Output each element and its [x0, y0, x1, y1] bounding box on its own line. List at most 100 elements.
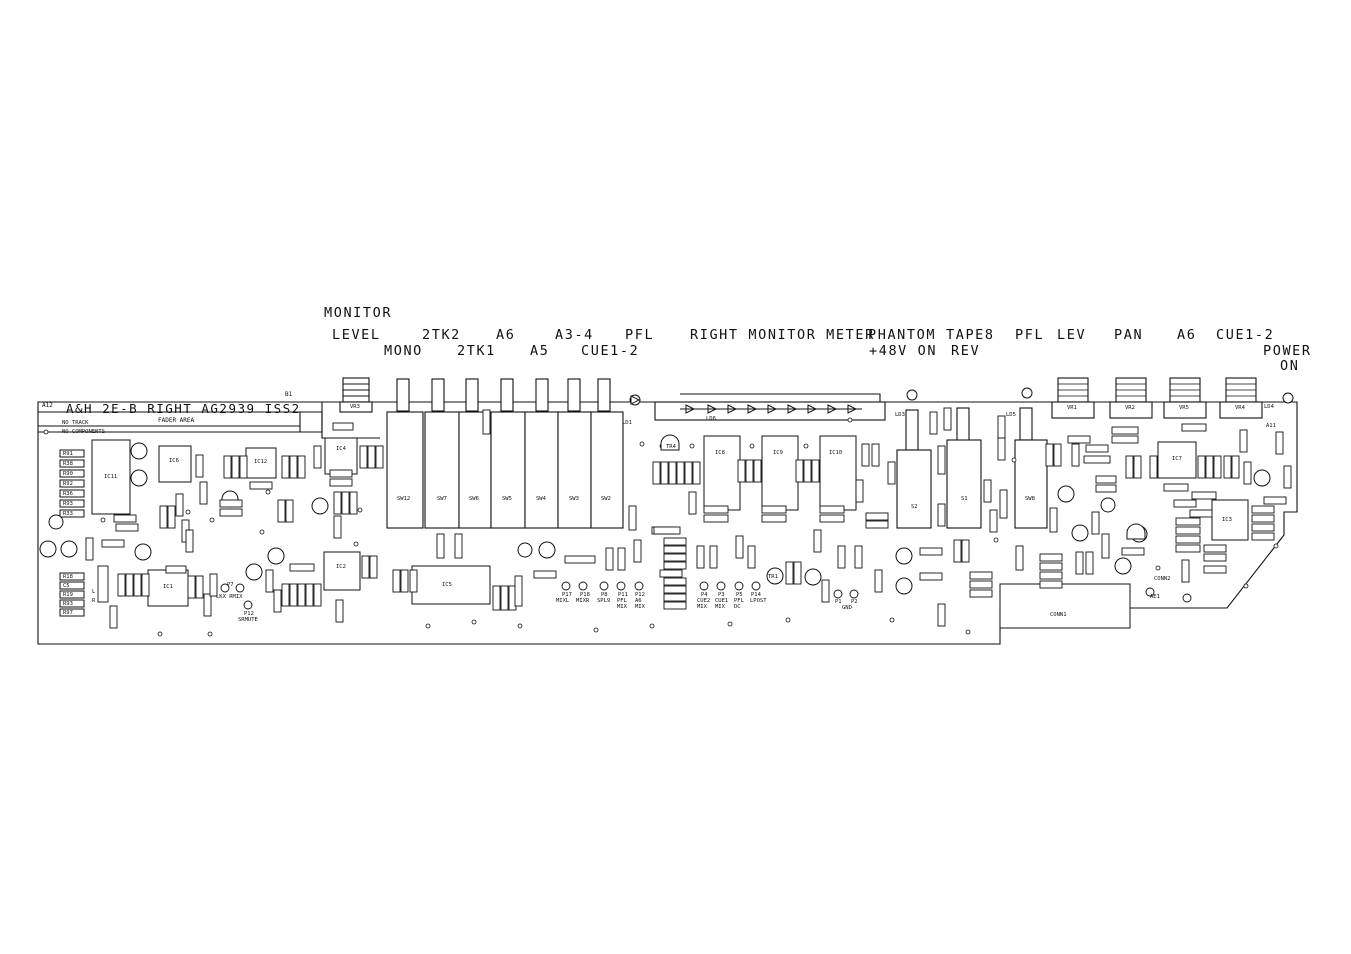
led-ld3: LD3 — [895, 412, 905, 418]
tp-p11-label: PFL MIX — [617, 598, 627, 610]
switch-s1: S1 — [961, 496, 968, 502]
ic-ic6: IC6 — [169, 458, 179, 464]
no-components-label: NO COMPONENTS — [62, 429, 106, 435]
res-r33: R33 — [63, 511, 73, 517]
tp-p4-label: CUE2 MIX — [697, 598, 711, 610]
ic-ic8: IC8 — [715, 450, 725, 456]
label-cue1-2-right: CUE1-2 — [1216, 327, 1275, 343]
res-r93: R93 — [63, 501, 73, 507]
tp-p12b-id: P12 — [244, 611, 254, 617]
ic-ic9: IC9 — [773, 450, 783, 456]
board-title: A&H 2E-B RIGHT AG2939 ISS2 — [66, 401, 301, 416]
connector-conn2: CONN2 — [1154, 576, 1171, 582]
pot-vr4-ref: VR4 — [1235, 405, 1245, 411]
tp-p8-label: SPL9 — [597, 598, 611, 604]
label-pfl-right: PFL — [1015, 327, 1045, 343]
label-on: ON — [1280, 358, 1300, 374]
tp-p2-id: P2 — [851, 599, 858, 605]
tp-p5-id: P5 — [736, 592, 743, 598]
label-right-monitor-meter: RIGHT MONITOR METER — [690, 327, 875, 343]
switch-sw2: SW2 — [601, 496, 611, 502]
switch-sw3: SW3 — [569, 496, 579, 502]
label-lev: LEV — [1057, 327, 1087, 343]
switch-sw12: SW12 — [397, 496, 411, 502]
res-r36: R36 — [63, 491, 73, 497]
label-pfl: PFL — [625, 327, 655, 343]
label-2tk2: 2TK2 — [422, 327, 461, 343]
pot-vr5-ref: VR5 — [1179, 405, 1189, 411]
label-phantom: PHANTOM — [868, 327, 937, 343]
res-r92: R92 — [63, 481, 73, 487]
switch-sw4: SW4 — [536, 496, 546, 502]
board-b1-label: B1 — [285, 391, 293, 398]
tp-p18-id: P18 — [580, 592, 590, 598]
switch-sw6: SW6 — [469, 496, 479, 502]
tp-p12b-label: SRMUTE — [238, 617, 258, 623]
tp-p12-id: P12 — [635, 592, 645, 598]
ic-ic5: IC5 — [442, 582, 452, 588]
label-2tk1: 2TK1 — [457, 343, 496, 359]
res-r19: R19 — [63, 592, 73, 598]
switch-sw8: SW8 — [1025, 496, 1035, 502]
ae1-label: AE1 — [1150, 594, 1160, 600]
ic-ic11: IC11 — [104, 474, 118, 480]
ic-ic1: IC1 — [163, 584, 173, 590]
pot-vr3 — [339, 377, 373, 413]
tp-p14-label: LPOST — [750, 598, 767, 604]
tp-p18-label: MIXR — [576, 598, 590, 604]
ic-ic2: IC2 — [336, 564, 346, 570]
tp-p7-label: LKX RMIX — [216, 594, 243, 600]
led-ld5: LD5 — [1006, 412, 1016, 418]
pin-r: R — [92, 598, 96, 604]
tp-p14-id: P14 — [751, 592, 761, 598]
tp-p4-id: P4 — [701, 592, 708, 598]
pot-vr3-ref: VR3 — [350, 404, 360, 410]
label-a3-4: A3-4 — [555, 327, 594, 343]
label-tape8: TAPE8 — [946, 327, 995, 343]
tp-p7-id: P7 — [227, 582, 234, 588]
tp-p17-id: P17 — [562, 592, 572, 598]
led-ld6: LD6 — [706, 416, 716, 422]
label-level: LEVEL — [332, 327, 381, 343]
label-power: POWER — [1263, 343, 1312, 359]
switch-s2: S2 — [911, 504, 918, 510]
cap-c5: C5 — [63, 583, 70, 589]
transistor-tr4: TR4 — [666, 444, 676, 450]
transistor-tr1: TR1 — [768, 574, 778, 580]
res-r90: R90 — [63, 471, 73, 477]
tp-p17-label: MIXL — [556, 598, 570, 604]
fader-area-label: FADER AREA — [158, 417, 195, 424]
pcb-outline — [37, 401, 1298, 645]
tp-p12-label: A6 MIX — [635, 598, 645, 610]
connector-conn1: CONN1 — [1050, 612, 1067, 618]
no-track-label: NO TRACK — [62, 420, 89, 426]
res-r93b: R93 — [63, 601, 73, 607]
res-r97: R97 — [63, 610, 73, 616]
ic-ic3: IC3 — [1222, 517, 1232, 523]
pot-vr2-ref: VR2 — [1125, 405, 1135, 411]
switch-sw5: SW5 — [502, 496, 512, 502]
res-r38: R38 — [63, 461, 73, 467]
tp-p8-id: P8 — [601, 592, 608, 598]
tp-p1-id: P1 — [835, 599, 842, 605]
switch-sw7: SW7 — [437, 496, 447, 502]
label-48v-on: +48V ON — [869, 343, 938, 359]
ic-ic12: IC12 — [254, 459, 268, 465]
tp-p1-label: GND — [842, 605, 852, 611]
label-pan: PAN — [1114, 327, 1144, 343]
pot-vr1-ref: VR1 — [1067, 405, 1077, 411]
tp-p11-id: P11 — [618, 592, 628, 598]
tp-p3-label: CUE1 MIX — [715, 598, 729, 610]
label-rev: REV — [951, 343, 981, 359]
label-a5: A5 — [530, 343, 550, 359]
label-cue1-2: CUE1-2 — [581, 343, 640, 359]
label-a6: A6 — [496, 327, 516, 343]
label-monitor: MONITOR — [324, 305, 393, 321]
pin-l: L — [92, 589, 96, 595]
tp-p3-id: P3 — [718, 592, 725, 598]
res-r91: R91 — [63, 451, 73, 457]
ic-ic7: IC7 — [1172, 456, 1182, 462]
a11-label: A11 — [1266, 423, 1276, 429]
board-corner-label: A12 — [42, 402, 53, 409]
